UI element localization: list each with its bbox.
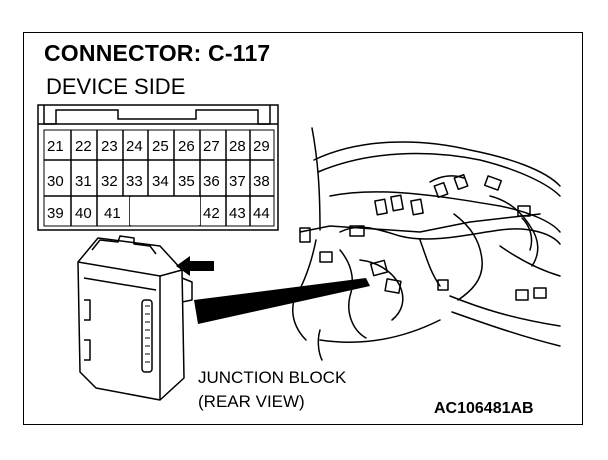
pin-38: 38: [253, 173, 270, 190]
callout-label-line1: JUNCTION BLOCK: [198, 368, 347, 387]
connector-view-label: DEVICE SIDE: [46, 74, 186, 99]
pin-25: 25: [152, 138, 169, 155]
pin-27: 27: [203, 138, 220, 155]
junction-block-illustration: [77, 235, 193, 401]
pin-22: 22: [75, 138, 92, 155]
pin-42: 42: [203, 205, 220, 222]
pin-39: 39: [47, 205, 64, 222]
pin-40: 40: [75, 205, 92, 222]
callout-pointer: [194, 278, 370, 324]
pin-41: 41: [104, 205, 121, 222]
pin-23: 23: [101, 138, 118, 155]
pin-31: 31: [75, 173, 92, 190]
pin-21: 21: [47, 138, 64, 155]
pin-33: 33: [126, 173, 143, 190]
pin-29: 29: [253, 138, 270, 155]
pin-26: 26: [178, 138, 195, 155]
pin-34: 34: [152, 173, 169, 190]
pin-44: 44: [253, 205, 270, 222]
callout-label-line2: (REAR VIEW): [198, 392, 305, 411]
pin-36: 36: [203, 173, 220, 190]
pin-numbers: 21 22 23 24 25 26 27 28 29 30 31 32 33 3…: [47, 138, 270, 222]
pin-35: 35: [178, 173, 195, 190]
pin-28: 28: [229, 138, 246, 155]
pin-37: 37: [229, 173, 246, 190]
pin-32: 32: [101, 173, 118, 190]
connector-location-arrow: [176, 256, 214, 276]
connector-face: [37, 104, 279, 231]
pin-24: 24: [126, 138, 143, 155]
pin-30: 30: [47, 173, 64, 190]
instrument-panel-illustration: [292, 127, 561, 361]
diagram-frame: [23, 32, 583, 425]
connector-title: CONNECTOR: C-117: [44, 40, 271, 66]
figure-code: AC106481AB: [434, 400, 534, 417]
pin-43: 43: [229, 205, 246, 222]
